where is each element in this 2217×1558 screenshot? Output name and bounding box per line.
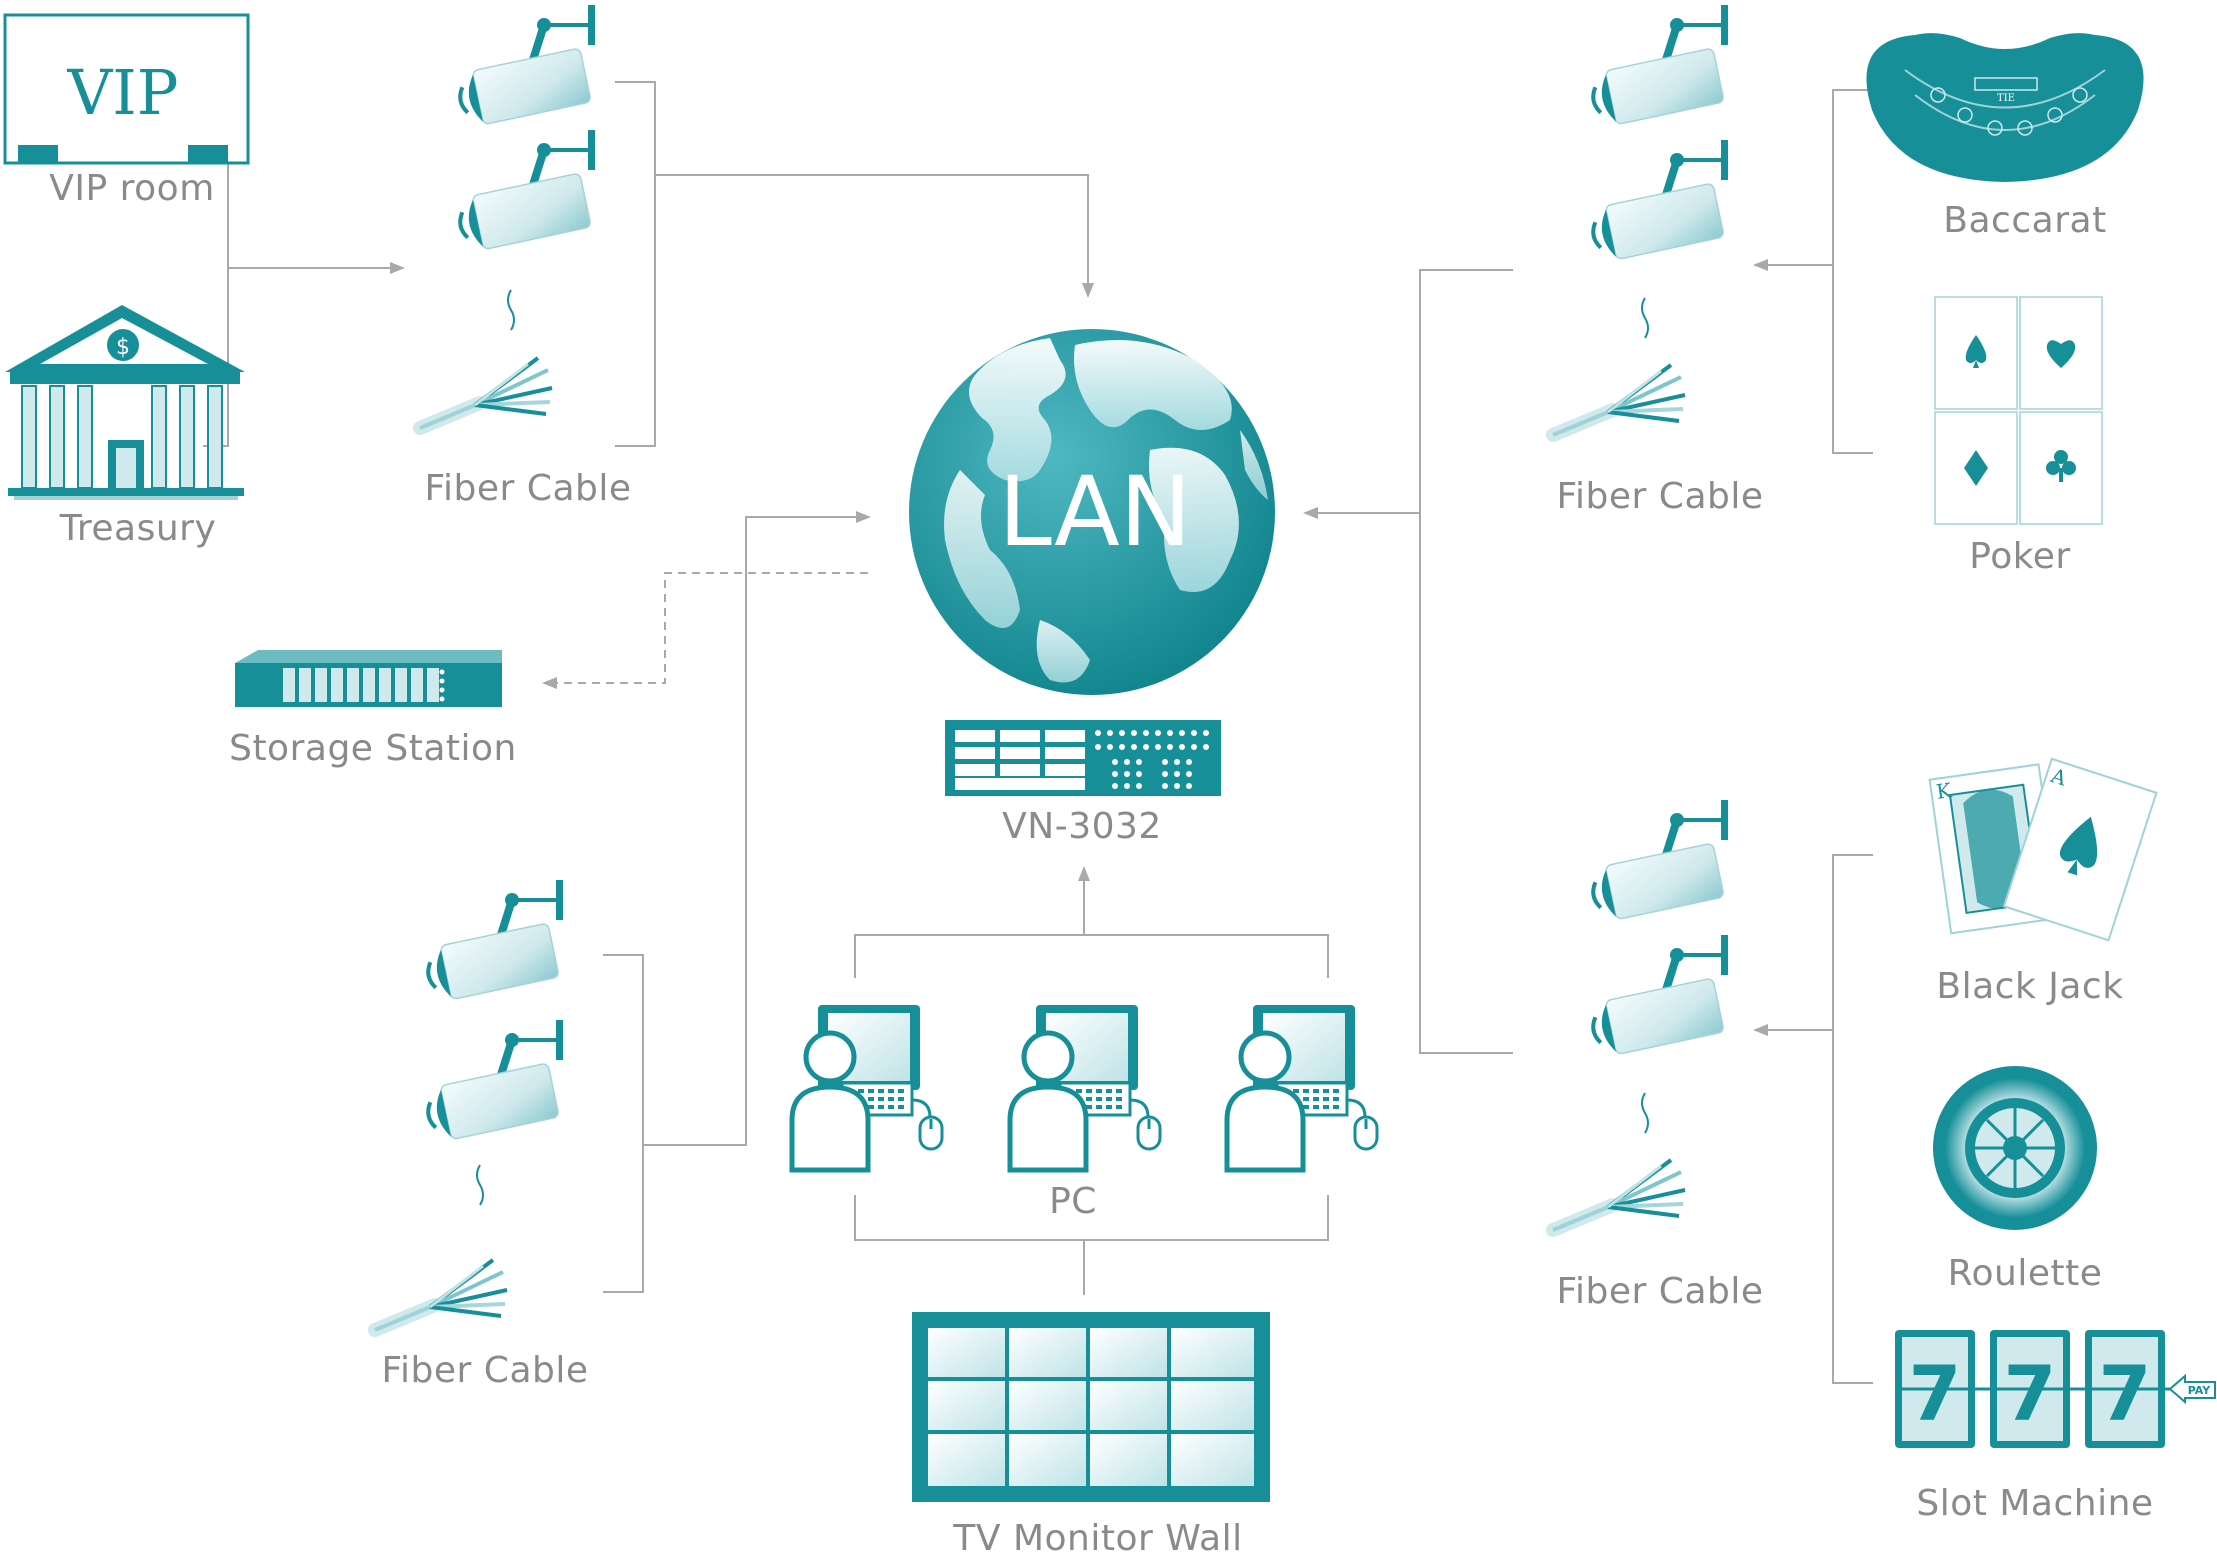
label-roulette: Roulette <box>1948 1253 2103 1294</box>
signal-squiggle-icon <box>476 1164 484 1206</box>
cctv-camera-icon <box>455 130 595 253</box>
label-tv-monitor-wall: TV Monitor Wall <box>952 1518 1242 1558</box>
cctv-camera-icon <box>423 1020 563 1143</box>
slot-reel-3-symbol: 7 <box>2099 1349 2152 1438</box>
vip-sign-text: VIP <box>67 56 179 129</box>
label-slot-machine: Slot Machine <box>1916 1483 2153 1524</box>
cctv-camera-icon <box>1588 935 1728 1058</box>
fiber-cable-icon <box>375 1260 507 1330</box>
signal-squiggle-icon <box>1641 297 1649 339</box>
slot-pay-text: PAY <box>2188 1384 2212 1397</box>
label-storage-station: Storage Station <box>229 728 517 769</box>
pc-operator-icon <box>1010 1005 1160 1170</box>
label-vip-room: VIP room <box>49 168 215 209</box>
label-pc: PC <box>1049 1181 1097 1222</box>
cctv-camera-icon <box>423 880 563 1003</box>
label-treasury: Treasury <box>59 508 217 549</box>
bank-icon: $ <box>5 305 245 500</box>
label-baccarat: Baccarat <box>1943 200 2106 241</box>
poker-cards-icon <box>1934 296 2103 525</box>
label-black-jack: Black Jack <box>1936 966 2123 1007</box>
pc-operator-icon <box>792 1005 942 1170</box>
label-fiber-cable-bottom-right: Fiber Cable <box>1556 1271 1763 1312</box>
cctv-camera-icon <box>1588 5 1728 128</box>
vip-room-icon: VIP <box>3 13 250 165</box>
cctv-camera-icon <box>1588 800 1728 923</box>
label-fiber-cable-top-right: Fiber Cable <box>1556 476 1763 517</box>
slot-reel-2-symbol: 7 <box>2004 1349 2057 1438</box>
signal-squiggle-icon <box>507 289 515 331</box>
video-wall-icon <box>912 1312 1270 1502</box>
baccarat-table-icon: TIE <box>1866 33 2144 183</box>
fiber-cable-icon <box>420 358 552 428</box>
label-poker: Poker <box>1969 536 2070 577</box>
cctv-camera-icon <box>1588 140 1728 263</box>
slot-reel-1-symbol: 7 <box>1909 1349 1962 1438</box>
bank-dollar-sign: $ <box>116 335 130 360</box>
label-vn-3032: VN-3032 <box>1002 806 1162 847</box>
label-fiber-cable-top-left: Fiber Cable <box>424 468 631 509</box>
roulette-wheel-icon <box>1933 1066 2097 1230</box>
network-switch-icon <box>945 720 1221 796</box>
globe-icon: LAN <box>909 329 1275 695</box>
lan-title: LAN <box>998 456 1191 568</box>
baccarat-tie-text: TIE <box>1997 93 2015 104</box>
fiber-cable-icon <box>1553 1160 1685 1230</box>
card-king-letter: K <box>1935 778 1954 804</box>
pc-operator-icon <box>1227 1005 1377 1170</box>
storage-server-icon <box>235 650 502 707</box>
cctv-camera-icon <box>455 5 595 128</box>
signal-squiggle-icon <box>1641 1092 1649 1134</box>
label-fiber-cable-bottom-left: Fiber Cable <box>381 1350 588 1391</box>
blackjack-cards-icon: K A <box>1928 757 2158 942</box>
slot-machine-icon: 7 7 7 PAY <box>1895 1330 2216 1448</box>
fiber-cable-icon <box>1553 365 1685 435</box>
connector-lines <box>203 81 1873 1384</box>
